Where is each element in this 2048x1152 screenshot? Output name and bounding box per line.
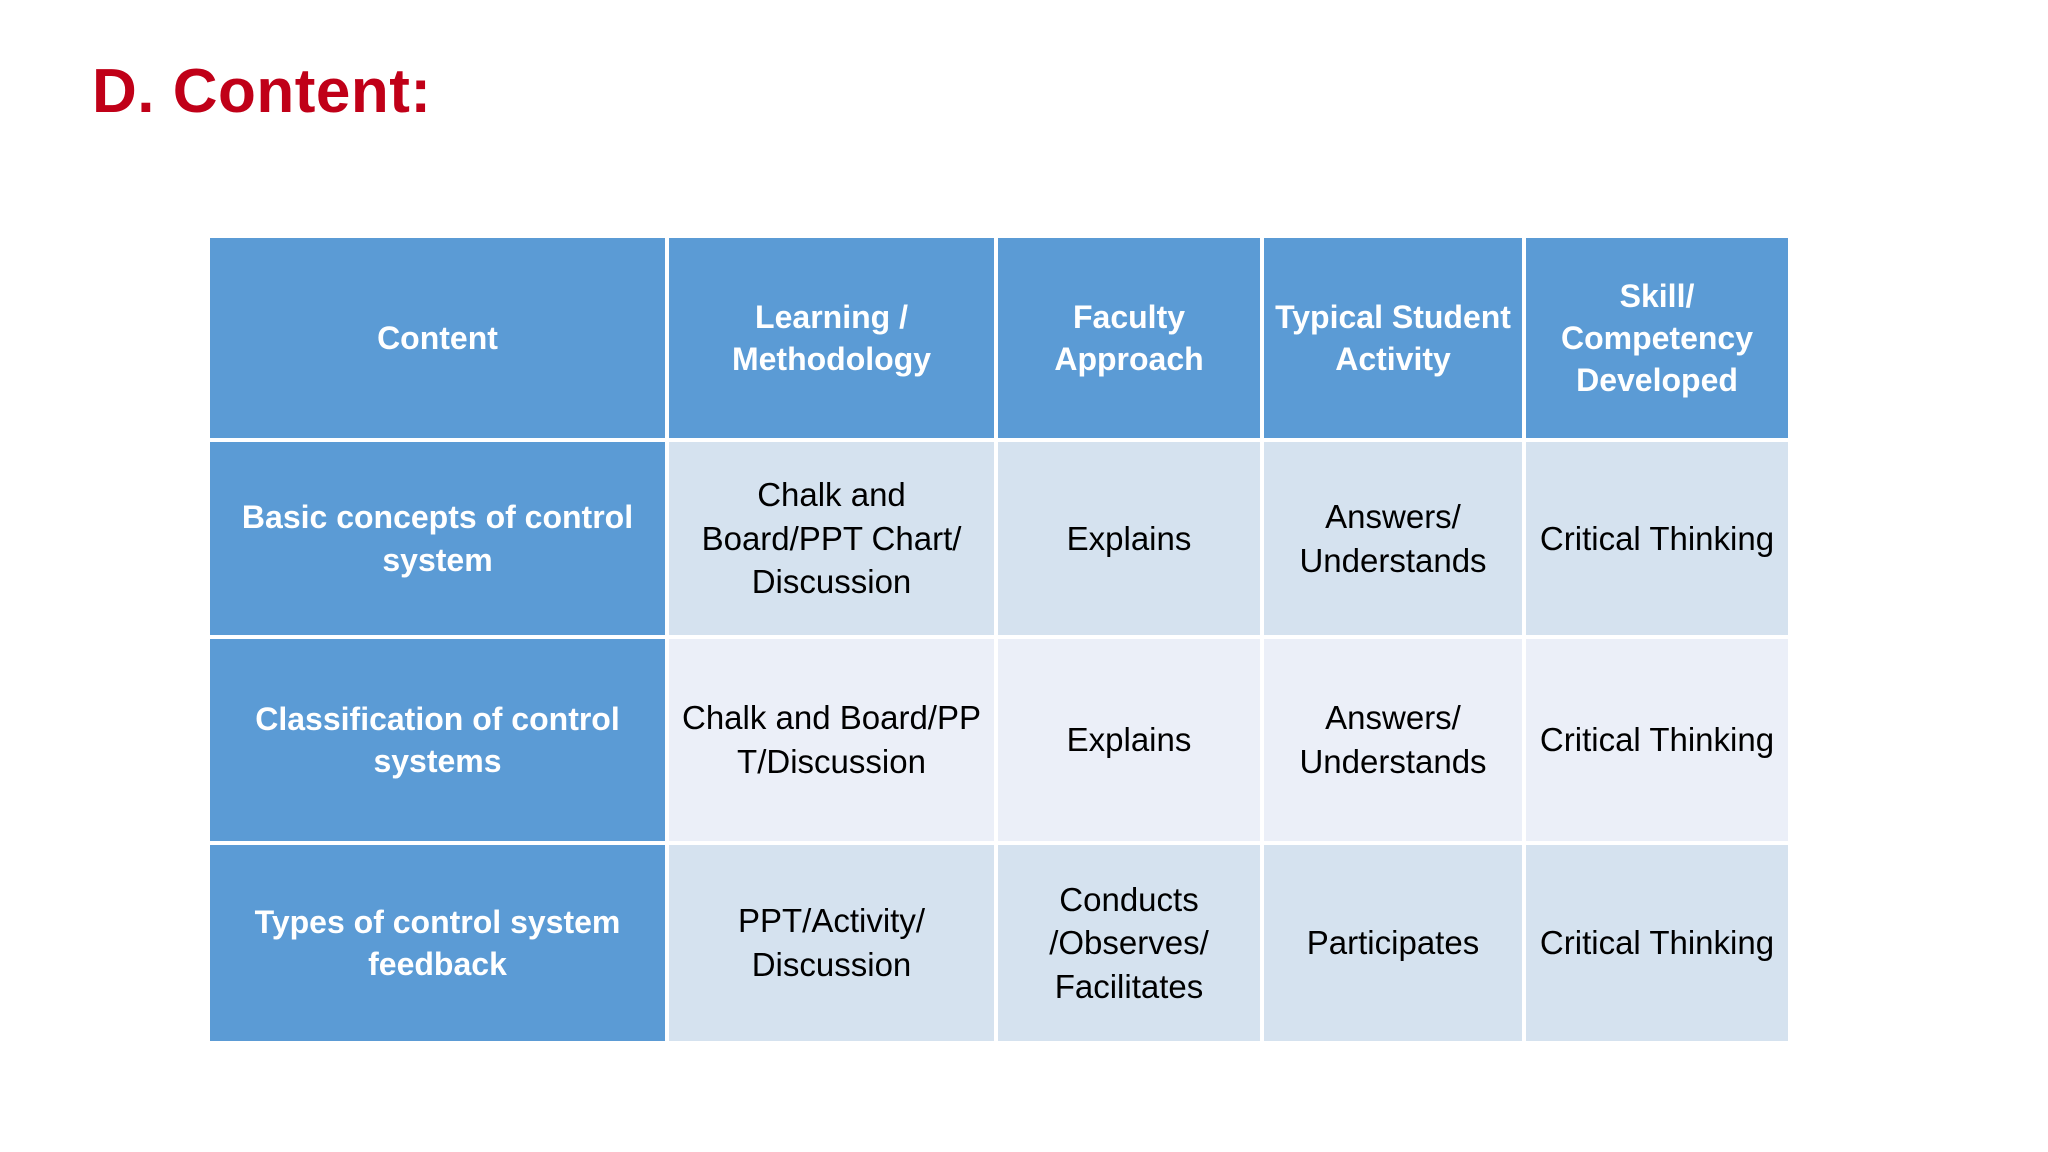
table-row: Basic concepts of control system Chalk a… [208, 440, 1790, 637]
page-title: D. Content: [92, 57, 432, 126]
cell-faculty-approach: Explains [996, 440, 1262, 637]
cell-skill: Critical Thinking [1524, 843, 1790, 1043]
table-row: Classification of control systems Chalk … [208, 637, 1790, 843]
table-header-row: Content Learning / Methodology Faculty A… [208, 236, 1790, 440]
table-header: Content Learning / Methodology Faculty A… [208, 236, 1790, 440]
cell-methodology: Chalk and Board/PPT/Discussion [667, 637, 996, 843]
table-row: Types of control system feedback PPT/Act… [208, 843, 1790, 1043]
cell-content: Classification of control systems [208, 637, 667, 843]
cell-content: Basic concepts of control system [208, 440, 667, 637]
cell-student-activity: Participates [1262, 843, 1524, 1043]
cell-student-activity: Answers/ Understands [1262, 637, 1524, 843]
cell-skill: Critical Thinking [1524, 637, 1790, 843]
column-header-skill-competency-developed: Skill/ Competency Developed [1524, 236, 1790, 440]
column-header-learning-methodology: Learning / Methodology [667, 236, 996, 440]
cell-faculty-approach: Explains [996, 637, 1262, 843]
cell-skill: Critical Thinking [1524, 440, 1790, 637]
cell-methodology: PPT/Activity/ Discussion [667, 843, 996, 1043]
cell-faculty-approach: Conducts /Observes/ Facilitates [996, 843, 1262, 1043]
table-body: Basic concepts of control system Chalk a… [208, 440, 1790, 1043]
cell-student-activity: Answers/ Understands [1262, 440, 1524, 637]
column-header-content: Content [208, 236, 667, 440]
content-table: Content Learning / Methodology Faculty A… [208, 236, 1790, 1043]
cell-content: Types of control system feedback [208, 843, 667, 1043]
column-header-faculty-approach: Faculty Approach [996, 236, 1262, 440]
column-header-typical-student-activity: Typical Student Activity [1262, 236, 1524, 440]
cell-methodology: Chalk and Board/PPT Chart/ Discussion [667, 440, 996, 637]
